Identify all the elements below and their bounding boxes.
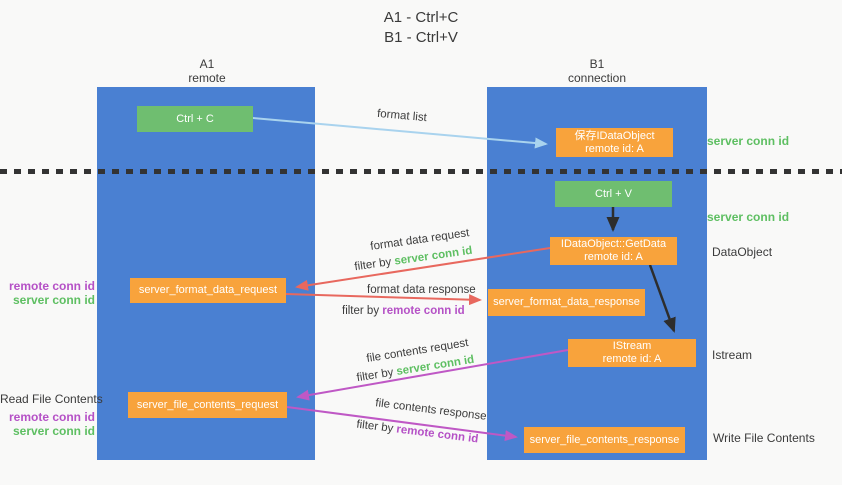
node-save-idataobject-line2: remote id: A [585,142,644,155]
node-istream-line1: IStream [612,340,652,352]
node-save-idataobject-line1: 保存IDataObject [574,129,655,142]
title-line-2: B1 - Ctrl+V [384,29,458,46]
column-b-header: B1 connection [527,57,667,85]
left-label-server-conn-id-2: server conn id [12,424,95,438]
left-label-read-file-contents: Read File Contents [0,392,103,406]
right-label-istream: Istream [712,348,753,362]
node-ctrl-c: Ctrl + C [137,106,253,132]
node-save-idataobject: 保存IDataObject remote id: A [556,128,673,157]
right-label-dataobject: DataObject [712,245,773,259]
node-server-format-data-response: server_format_data_response [488,289,645,316]
phase-separator-dotted-line [0,169,842,174]
node-idataobject-getdata: IDataObject::GetData remote id: A [550,237,677,265]
node-getdata-line1: IDataObject::GetData [560,238,667,250]
edge-label-file-contents-response: file contents response [374,397,488,423]
column-a-subtitle: remote [188,71,226,85]
node-server-file-contents-response: server_file_contents_response [524,427,685,453]
node-ctrl-v: Ctrl + V [555,181,672,207]
remote-conn-id-text: remote conn id [382,305,465,317]
left-label-remote-conn-id-2: remote conn id [8,410,95,424]
diagram-title: A1 - Ctrl+C B1 - Ctrl+V [0,8,842,48]
edge-label-format-data-response: format data response [367,284,476,296]
node-istream-line2: remote id: A [602,353,662,365]
server-conn-id-text: server conn id [393,244,474,268]
node-istream: IStream remote id: A [568,339,696,367]
node-ctrl-v-label: Ctrl + V [595,187,632,200]
filter-by-text: filter by [353,255,396,274]
title-line-1: A1 - Ctrl+C [383,9,459,26]
node-getdata-line2: remote id: A [584,251,643,263]
filter-by-text: filter by [342,305,383,317]
column-a-name: A1 [199,57,215,71]
right-label-server-conn-id-mid: server conn id [707,210,790,224]
left-label-remote-conn-id-1: remote conn id [8,279,95,293]
right-label-server-conn-id-top: server conn id [707,134,790,148]
filter-by-text: filter by [355,418,398,436]
filter-by-text: filter by [355,366,398,385]
edge-label-format-list: format list [376,107,428,125]
column-b-subtitle: connection [567,71,627,85]
remote-conn-id-text: remote conn id [395,423,479,446]
column-b-name: B1 [589,57,605,71]
node-server-file-contents-request: server_file_contents_request [128,392,287,418]
node-file-response-label: server_file_contents_response [529,433,680,446]
edge-label-filter-remote-1: filter by remote conn id [342,305,465,317]
node-server-format-data-request: server_format_data_request [130,278,286,303]
node-format-response-label: server_format_data_response [493,296,640,308]
left-label-server-conn-id-1: server conn id [12,293,95,307]
edge-label-filter-remote-2: filter by remote conn id [356,419,479,446]
right-label-write-file-contents: Write File Contents [713,431,815,445]
node-format-request-label: server_format_data_request [138,284,278,296]
column-a-header: A1 remote [137,57,277,85]
node-ctrl-c-label: Ctrl + C [176,112,214,125]
node-file-request-label: server_file_contents_request [136,398,279,411]
